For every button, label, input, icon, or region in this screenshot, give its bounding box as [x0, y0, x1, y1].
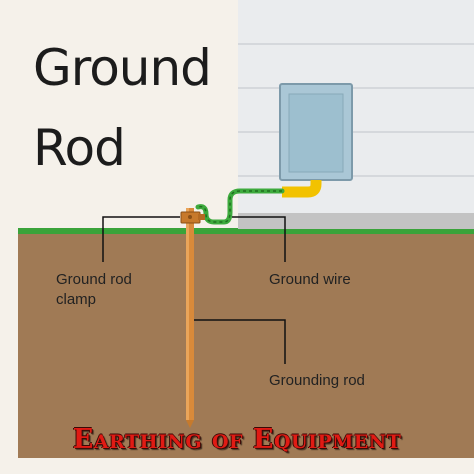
rod-leader-line: [194, 319, 286, 364]
house-wall: [238, 0, 474, 229]
electric-meter-box-icon: [279, 83, 353, 181]
conduit-pipe: [282, 180, 322, 198]
rod-clamp-icon: [180, 211, 205, 224]
foundation: [238, 213, 474, 229]
soil-layer: [18, 232, 474, 458]
title-line-1: Ground: [33, 39, 212, 97]
ground-wire: [195, 188, 285, 225]
grounding-rod-icon: [186, 208, 194, 428]
clamp-leader-line: [102, 216, 180, 262]
grass-strip: [18, 228, 474, 234]
label-ground-wire: Ground wire: [269, 271, 351, 288]
wire-leader-line: [232, 216, 286, 262]
label-grounding-rod: Grounding rod: [269, 372, 365, 389]
title-line-2: Rod: [33, 119, 126, 177]
label-ground-rod-clamp-line1: Ground rod: [56, 271, 132, 288]
label-ground-rod-clamp-line2: clamp: [56, 291, 97, 308]
banner-caption: Earthing of Equipment: [72, 424, 402, 455]
